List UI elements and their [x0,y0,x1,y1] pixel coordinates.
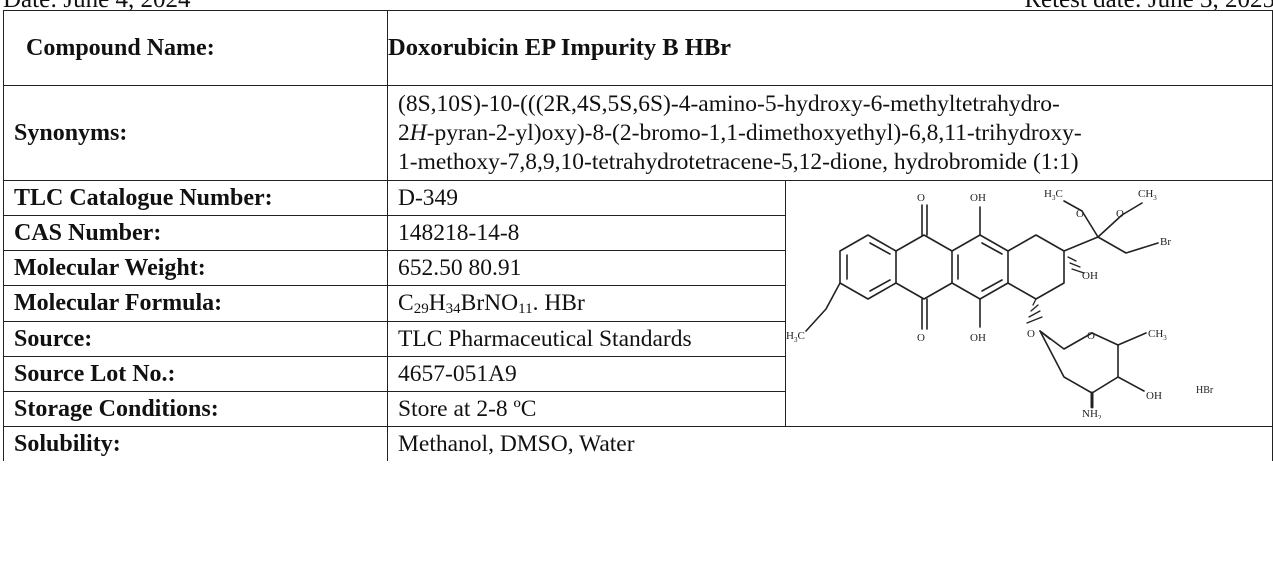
table-row: TLC Catalogue Number: D-349 [3,179,1273,427]
structure-br: Br [1160,236,1171,248]
table-row: CAS Number: 148218-14-8 [3,215,1273,252]
structure-hbr: HBr [1196,385,1214,396]
structure-nh2: NH2 [1082,408,1102,419]
structure-oh-bottom: OH [970,332,986,344]
molecular-weight-value: 652.50 80.91 [387,250,786,287]
catalogue-number-value: D-349 [387,179,786,217]
table-row: Source Lot No.: 4657-051A9 [3,355,1273,392]
compound-name-label: Compound Name: [3,10,388,86]
synonyms-line-3: 1-methoxy-7,8,9,10-tetrahydrotetracene-5… [398,148,1079,175]
synonyms-label: Synonyms: [3,85,388,181]
storage-conditions-value: Store at 2-8 ºC [387,390,786,428]
source-value: TLC Pharmaceutical Standards [387,320,786,357]
chemical-structure-cell: O OH H3C O O CH3 Br OH O OH O O CH3 OH N… [784,180,1273,427]
table-row: Solubility: Methanol, DMSO, Water [3,426,1273,461]
structure-o-bottom: O [917,332,925,344]
synonyms-line-2: 2H-pyran-2-yl)oxy)-8-(2-bromo-1,1-dimeth… [398,119,1082,146]
structure-oh-mid: OH [1082,270,1098,282]
structure-o-link: O [1027,328,1035,340]
structure-o-methoxy-2: O [1116,208,1124,220]
coa-table: Compound Name: Doxorubicin EP Impurity B… [3,10,1273,461]
structure-ch3-top: CH3 [1138,188,1157,202]
synonyms-value: (8S,10S)-10-(((2R,4S,5S,6S)-4-amino-5-hy… [386,85,1273,181]
structure-o-ring: O [1087,330,1095,342]
structure-ch3-sugar: CH3 [1148,328,1167,342]
storage-conditions-label: Storage Conditions: [3,390,388,428]
date-header: Date: June 4, 2024 [3,0,190,14]
table-row: Storage Conditions: Store at 2-8 ºC [3,390,1273,428]
source-label: Source: [3,320,388,357]
source-lot-value: 4657-051A9 [387,355,786,392]
molecular-formula-label: Molecular Formula: [3,285,388,322]
retest-date-header: Retest date: June 3, 2025 [1024,0,1273,14]
solubility-value: Methanol, DMSO, Water [386,426,1273,461]
chemical-structure: O OH H3C O O CH3 Br OH O OH O O CH3 OH N… [786,188,1214,422]
compound-name-value: Doxorubicin EP Impurity B HBr [386,10,1273,86]
structure-oh-top: OH [970,192,986,204]
structure-oh-sugar: OH [1146,390,1162,402]
structure-h3c-bottom: H3C [786,330,805,344]
cas-number-label: CAS Number: [3,215,388,252]
structure-h3c-top: H3C [1044,188,1063,202]
catalogue-number-label: TLC Catalogue Number: [3,179,388,217]
synonyms-row: Synonyms: (8S,10S)-10-(((2R,4S,5S,6S)-4-… [3,85,1273,181]
structure-o-methoxy-1: O [1076,208,1084,220]
synonyms-line-1: (8S,10S)-10-(((2R,4S,5S,6S)-4-amino-5-hy… [398,90,1060,117]
cas-number-value: 148218-14-8 [387,215,786,252]
molecular-formula-value: C29H34BrNO11. HBr [387,285,786,322]
solubility-label: Solubility: [3,426,388,461]
compound-name-row: Compound Name: Doxorubicin EP Impurity B… [3,10,1273,86]
molecular-weight-label: Molecular Weight: [3,250,388,287]
source-lot-label: Source Lot No.: [3,355,388,392]
table-row: Source: TLC Pharmaceutical Standards [3,320,1273,357]
structure-o-top: O [917,192,925,204]
